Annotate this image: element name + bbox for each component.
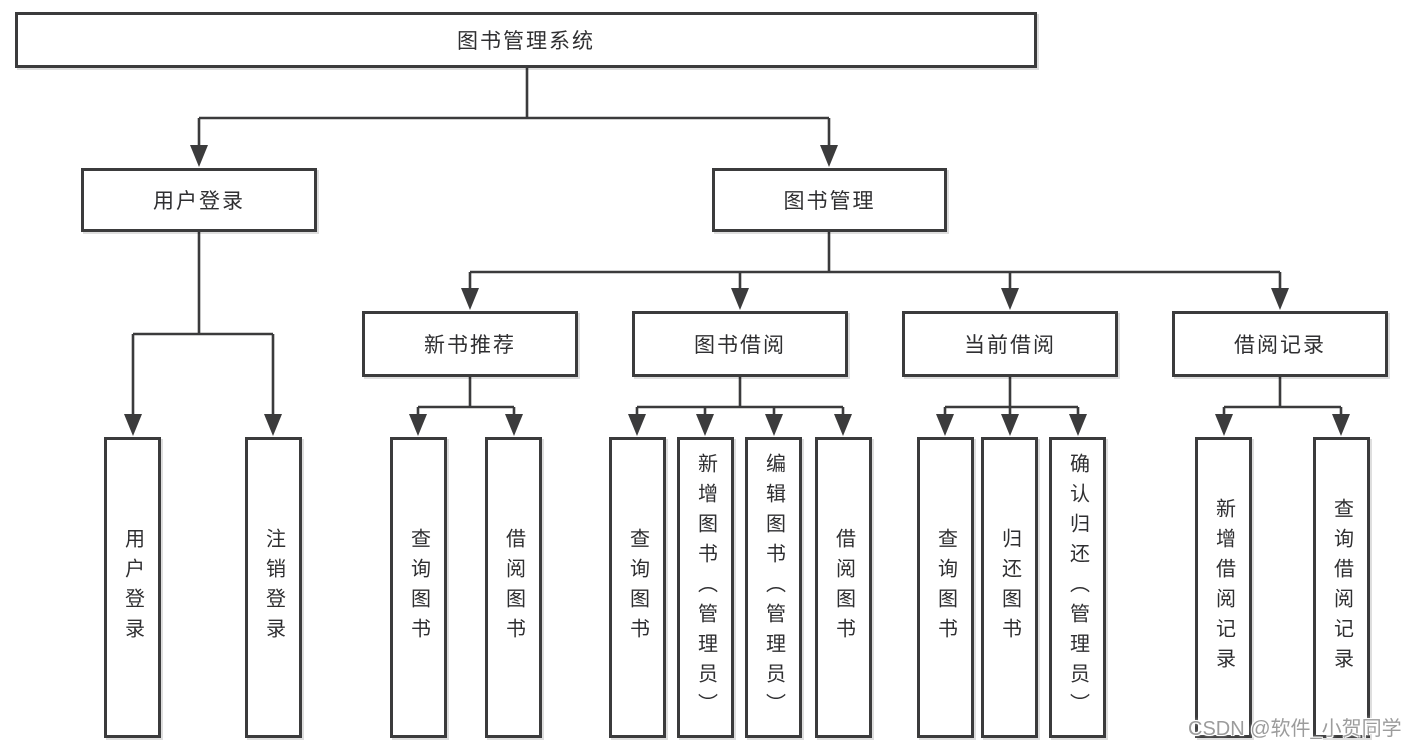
node-branch-user-login: 用户登录 xyxy=(81,168,317,232)
node-leaf-borrow-books-recommend: 借阅图书 xyxy=(485,437,542,738)
watermark: CSDN @软件_小贺同学 xyxy=(1188,718,1402,740)
node-leaf-logout: 注销登录 xyxy=(245,437,302,738)
node-leaf-query-borrow-record: 查询借阅记录 xyxy=(1313,437,1370,738)
node-group-new-book-recommend: 新书推荐 xyxy=(362,311,578,377)
node-branch-book-management: 图书管理 xyxy=(712,168,947,232)
connector-trunks-group xyxy=(133,68,1341,409)
node-leaf-query-books-current: 查询图书 xyxy=(917,437,974,738)
node-leaf-query-books-recommend: 查询图书 xyxy=(390,437,447,738)
node-leaf-add-borrow-record: 新增借阅记录 xyxy=(1195,437,1252,738)
node-leaf-borrow-books: 借阅图书 xyxy=(815,437,872,738)
node-leaf-query-books-borrow: 查询图书 xyxy=(609,437,666,738)
node-group-borrow-records: 借阅记录 xyxy=(1172,311,1388,377)
connector-arrows-group xyxy=(124,118,1350,436)
node-group-current-borrow: 当前借阅 xyxy=(902,311,1118,377)
node-leaf-add-book-admin: 新增图书（管理员） xyxy=(677,437,734,738)
node-root-library-management-system: 图书管理系统 xyxy=(15,12,1037,68)
node-leaf-return-book: 归还图书 xyxy=(981,437,1038,738)
node-leaf-edit-book-admin: 编辑图书（管理员） xyxy=(745,437,802,738)
node-leaf-user-login: 用户登录 xyxy=(104,437,161,738)
node-group-book-borrow: 图书借阅 xyxy=(632,311,848,377)
node-leaf-confirm-return-admin: 确认归还（管理员） xyxy=(1049,437,1106,738)
